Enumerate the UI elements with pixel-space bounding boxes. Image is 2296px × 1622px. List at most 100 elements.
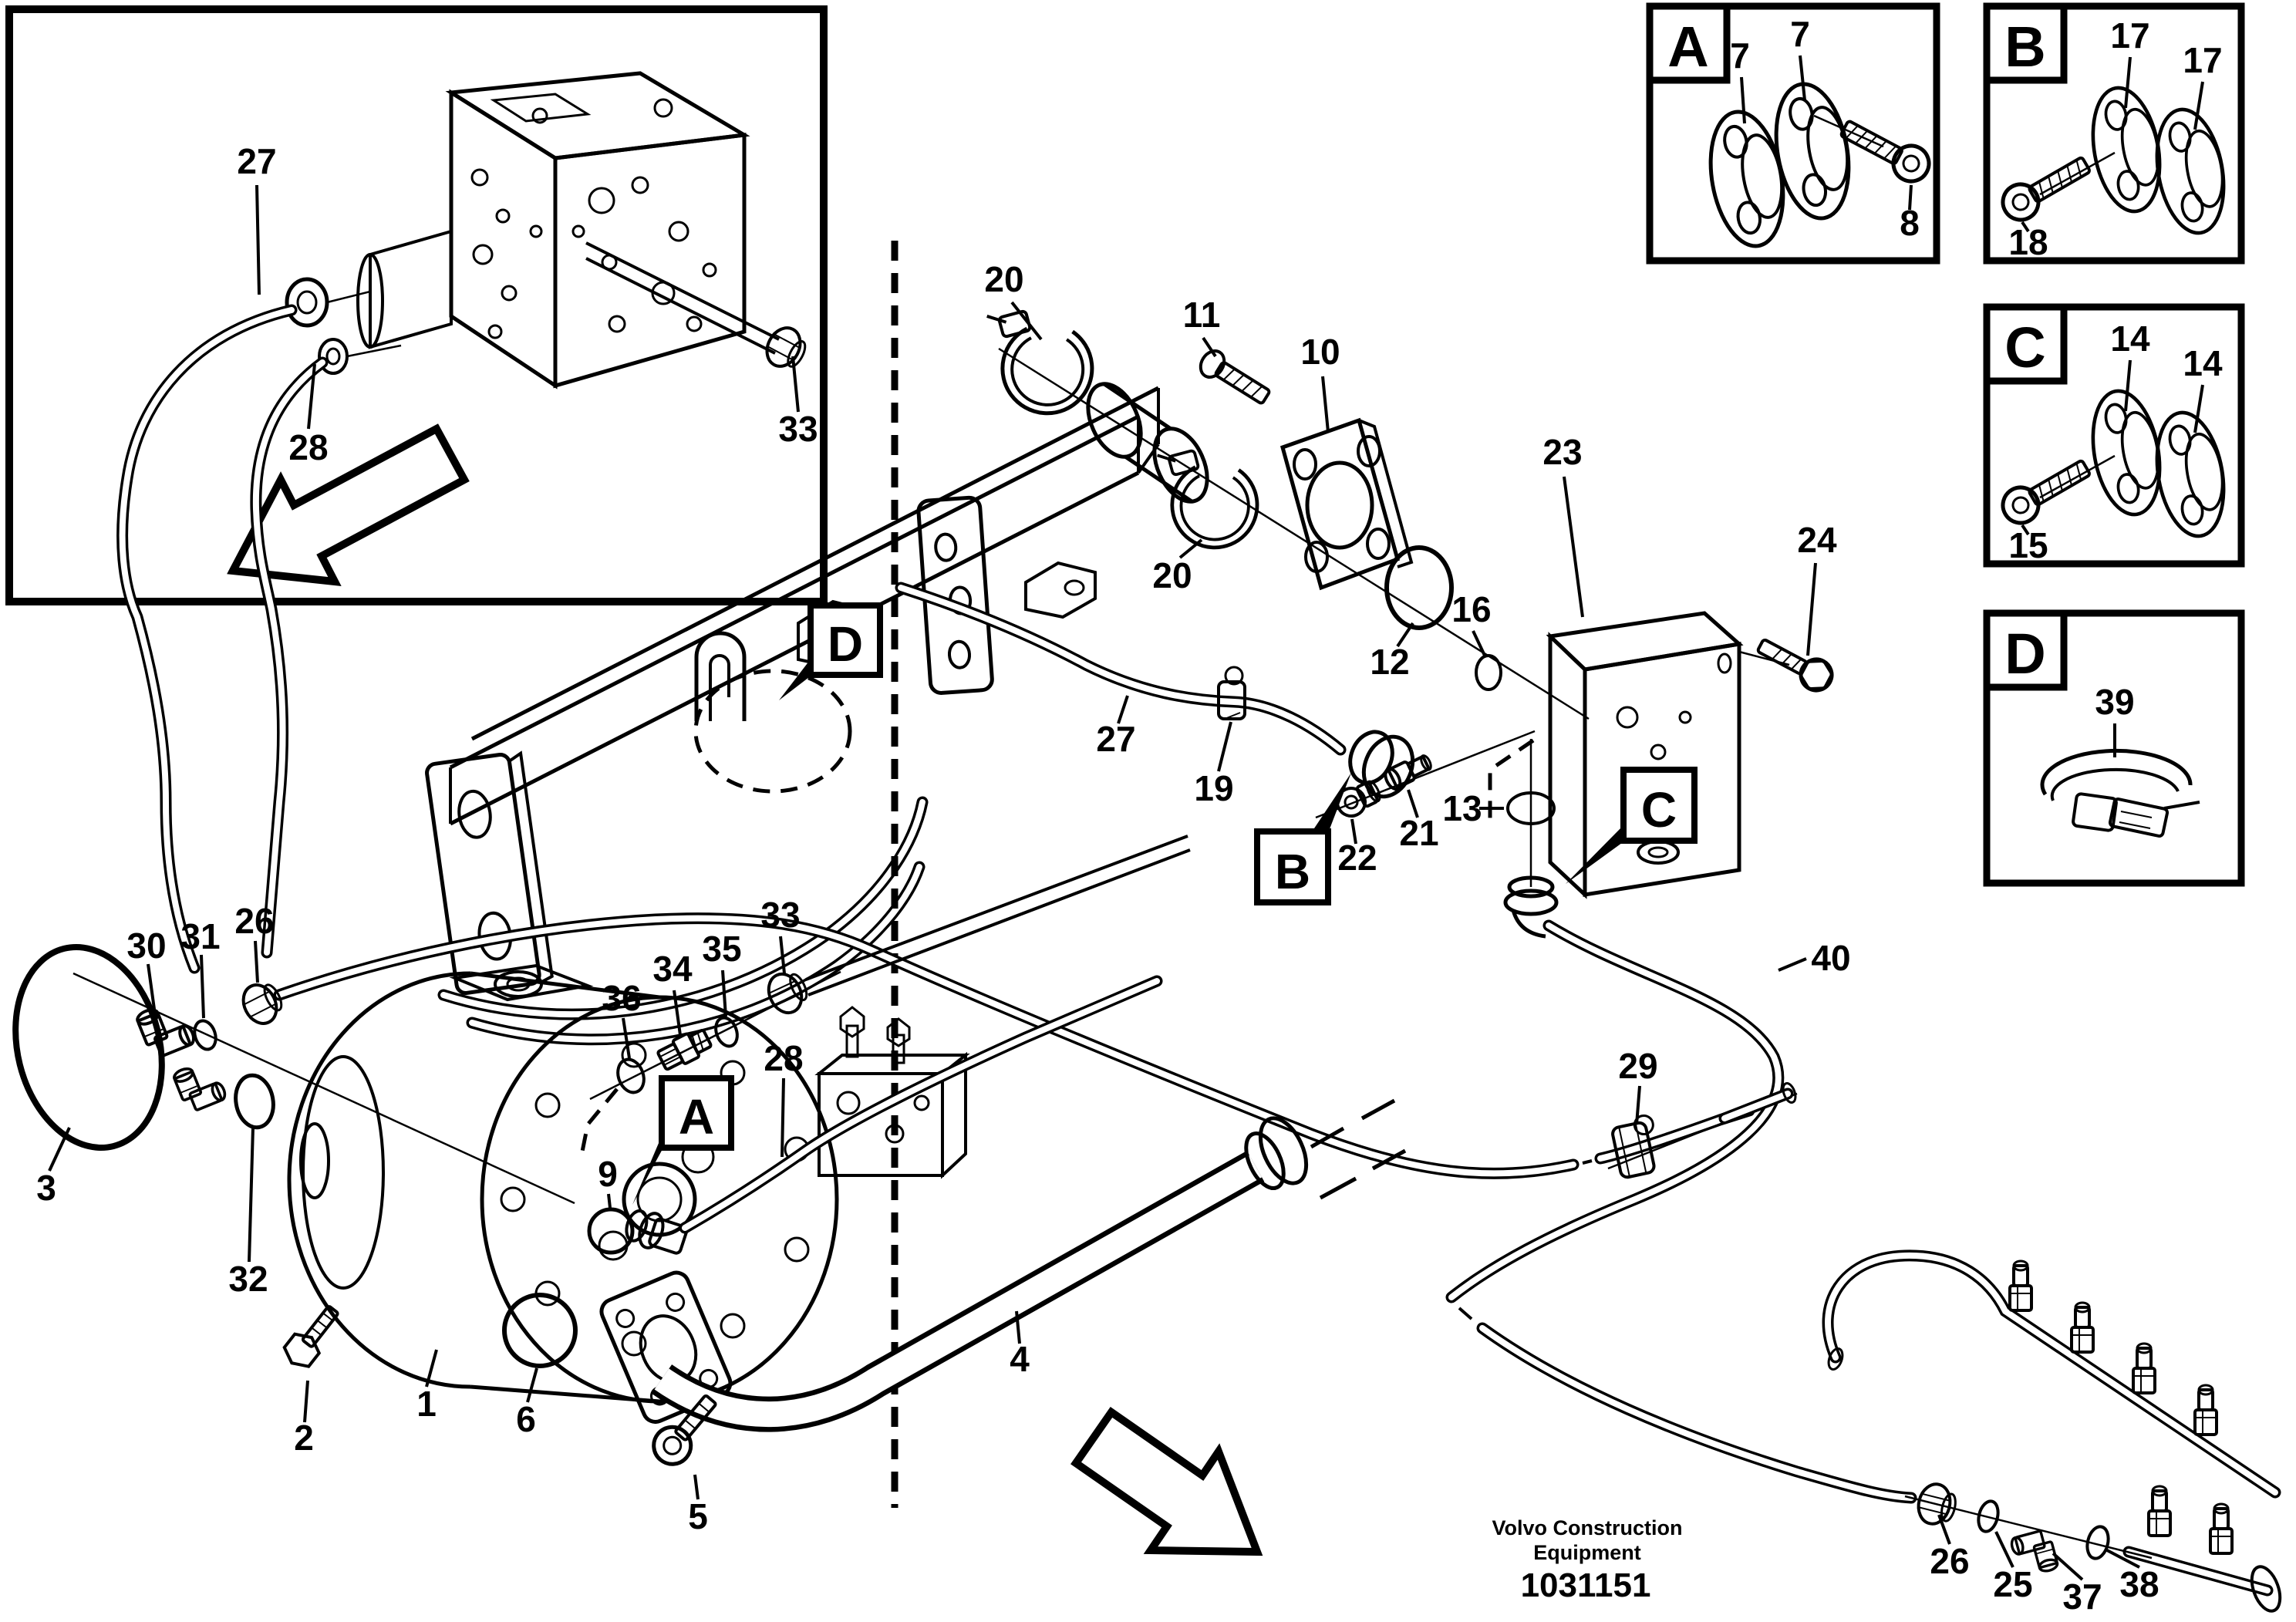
pipe-33-main [805, 835, 1191, 996]
clamp-29 [1611, 1114, 1656, 1179]
hose-26-long-run [273, 912, 1798, 1179]
callout-14a: 14 [2110, 319, 2150, 359]
bolt-11 [1199, 349, 1271, 405]
callout-18: 18 [2008, 222, 2048, 262]
detail-box-d: D 39 [1983, 609, 2245, 887]
callout-31: 31 [180, 916, 220, 956]
nipple-34 [656, 1028, 713, 1071]
callout-36: 36 [602, 978, 641, 1018]
ref-box-a: A [632, 1075, 734, 1205]
callout-33-inset: 33 [778, 409, 818, 449]
detail-box-d-letter: D [2004, 622, 2045, 686]
ref-c: C [1641, 782, 1677, 838]
callout-15: 15 [2008, 525, 2048, 565]
band-clamp-39 [2040, 748, 2200, 838]
bolt-2 [282, 1305, 339, 1368]
callout-40: 40 [1811, 938, 1850, 978]
control-valve-assembly [356, 71, 750, 389]
hose-clamp-20-upper [987, 293, 1102, 423]
callout-7a: 7 [1730, 35, 1750, 76]
bolt-5 [652, 1394, 717, 1466]
callout-28-main: 28 [764, 1038, 803, 1078]
washer-35 [714, 1016, 739, 1048]
hose-nut-26 [235, 975, 289, 1031]
banjo-elbow-c [1503, 875, 1559, 939]
hose-28-inset-run [250, 356, 329, 959]
plug-22 [1336, 780, 1381, 818]
o-ring-9 [587, 1207, 635, 1255]
retainer-ring-32 [234, 1073, 275, 1130]
spring-clamp-19 [1217, 666, 1246, 720]
callout-5: 5 [688, 1496, 708, 1536]
direction-arrow-inset [227, 423, 470, 586]
callout-30: 30 [126, 926, 166, 966]
callout-23: 23 [1542, 432, 1582, 472]
callout-27-main: 27 [1096, 719, 1135, 759]
callout-28-inset: 28 [288, 427, 328, 467]
callout-17a: 17 [2110, 15, 2149, 56]
elbow-fitting-30 [133, 996, 198, 1061]
callout-26-manifold: 26 [1930, 1541, 1969, 1581]
fitting-21 [1384, 754, 1432, 791]
brand-line-2: Equipment [1533, 1541, 1641, 1564]
detail-box-b-letter: B [2004, 15, 2045, 79]
o-ring-12 [1384, 545, 1454, 630]
hose-27-main [895, 582, 1415, 799]
inset-hose-fittings [285, 277, 402, 375]
inset-pipe-33 [585, 241, 811, 375]
callout-17b: 17 [2183, 40, 2222, 80]
detail-d-reference-circle [693, 669, 852, 794]
callout-25: 25 [1993, 1564, 2032, 1604]
pipe-stub [1718, 1082, 1797, 1125]
ref-d: D [828, 616, 863, 672]
callout-24: 24 [1797, 520, 1837, 560]
callout-33-main: 33 [760, 895, 800, 935]
hose-clamp-20-lower [1158, 433, 1267, 557]
callout-39: 39 [2095, 682, 2134, 722]
ref-box-d: D [779, 602, 883, 700]
callout-35: 35 [702, 929, 741, 969]
figure-number: 1031151 [1521, 1566, 1651, 1604]
o-ring-6 [502, 1293, 578, 1368]
detail-box-a-letter: A [1667, 15, 1708, 79]
callout-27-inset: 27 [237, 141, 276, 181]
bolt-24 [1756, 638, 1834, 693]
pressure-pipe-4-assembly [282, 1098, 1407, 1466]
detail-box-b: B 17 17 18 [1983, 2, 2245, 265]
plug-and-fittings [1315, 730, 1556, 887]
callout-20-upper: 20 [984, 259, 1023, 299]
callout-10: 10 [1300, 332, 1340, 372]
o-ring-3 [12, 944, 165, 1151]
callout-3: 3 [36, 1168, 56, 1208]
fittings-row [579, 835, 1191, 1156]
callout-20-lower: 20 [1152, 555, 1192, 595]
hose-loops [437, 796, 929, 1046]
valve-block-23 [1546, 611, 1744, 899]
o-ring-36 [616, 1057, 646, 1094]
figure-footer: Volvo Construction Equipment 1031151 [1492, 1516, 1683, 1604]
callout-8: 8 [1900, 203, 1920, 243]
callout-16: 16 [1451, 589, 1491, 629]
callout-32: 32 [228, 1259, 268, 1299]
washer-25 [1977, 1499, 2000, 1533]
frame-bracket-plate [425, 750, 554, 996]
callout-4: 4 [1010, 1339, 1030, 1379]
callout-29: 29 [1618, 1046, 1657, 1086]
callout-21: 21 [1399, 813, 1438, 853]
pump-assembly [72, 963, 970, 1404]
detail-box-c-letter: C [2004, 315, 2045, 379]
ref-box-c: C [1566, 767, 1698, 884]
elbow-c-and-hose-40 [1445, 875, 1917, 1504]
beam-bracket-2 [1024, 561, 1097, 619]
leader-lines [48, 184, 2140, 1581]
hose-clip [694, 631, 747, 721]
o-ring-31 [193, 1019, 217, 1051]
callout-26-pump: 26 [234, 901, 274, 941]
detail-box-a: A 7 7 8 [1646, 2, 1940, 265]
brand-line-1: Volvo Construction [1492, 1516, 1683, 1539]
callout-9: 9 [598, 1154, 618, 1194]
pump-valve-block [814, 1006, 970, 1179]
return-fitting-a [587, 975, 1163, 1255]
